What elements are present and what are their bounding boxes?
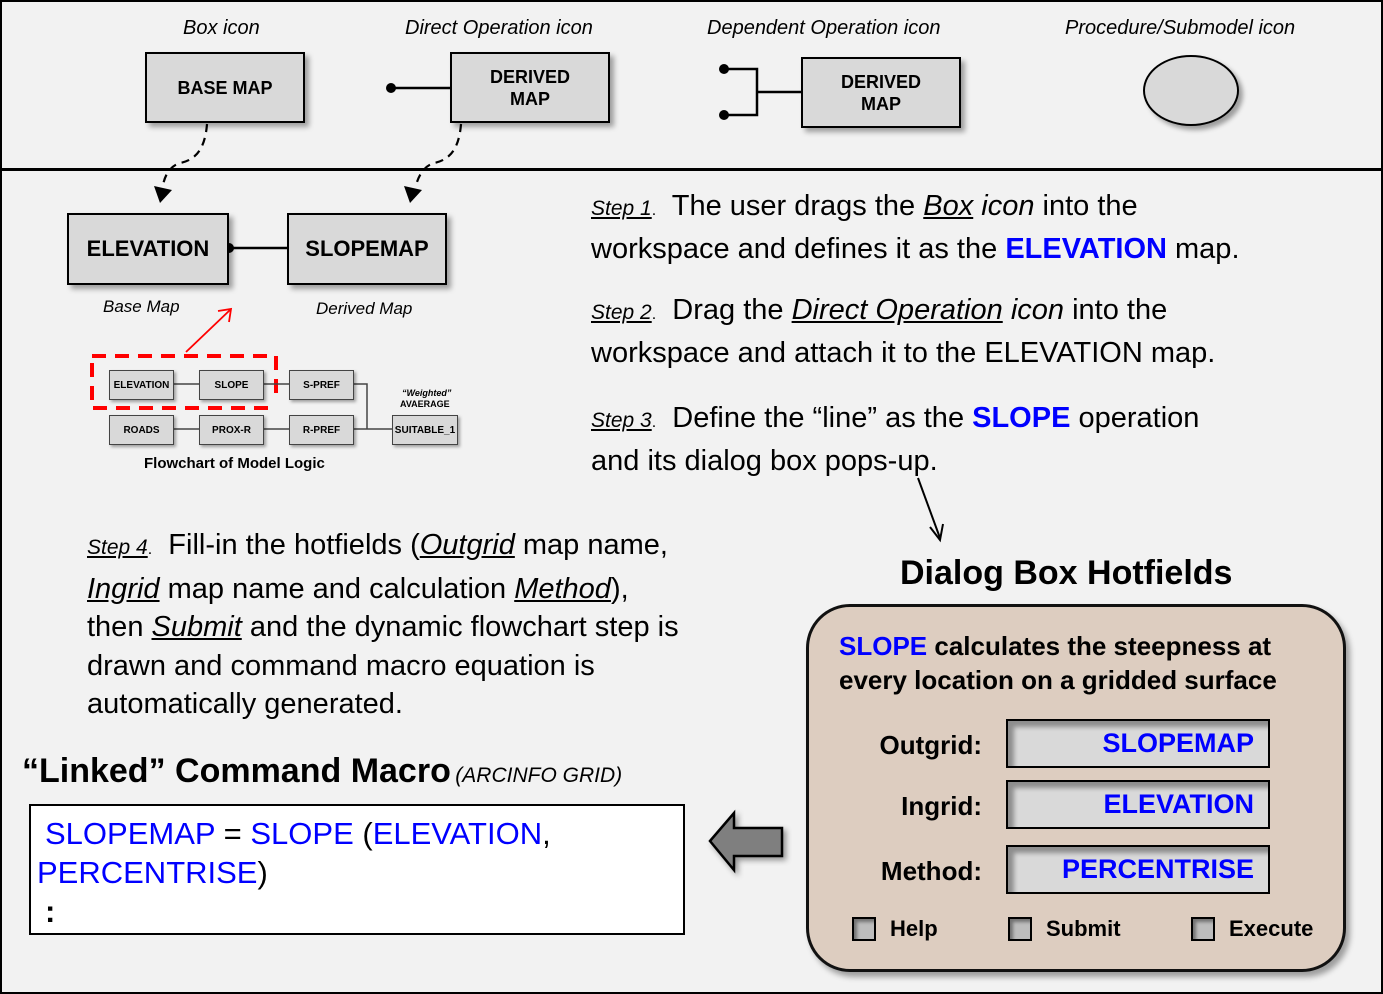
red-dashed-highlight xyxy=(90,354,278,410)
direct-operation-icon-caption: Direct Operation icon xyxy=(405,17,593,39)
dependent-op-node-top xyxy=(719,64,729,74)
step-4-tag: Step 4 xyxy=(87,536,148,559)
slope-highlight: SLOPE xyxy=(972,402,1071,434)
direct-op-label-1: DERIVED xyxy=(489,66,570,87)
flow-node[interactable]: R-PREF xyxy=(289,415,354,445)
macro-arrow-icon xyxy=(708,809,784,874)
step-2: Step 2. Drag the Direct Operation icon i… xyxy=(591,294,1216,369)
help-checkbox[interactable]: Help xyxy=(852,916,938,942)
procedure-icon-caption: Procedure/Submodel icon xyxy=(1065,17,1296,39)
dialog-description: SLOPE calculates the steepness at every … xyxy=(839,631,1277,695)
box-icon-caption: Box icon xyxy=(183,17,260,39)
drag-path-derived xyxy=(414,123,463,186)
ingrid-label: Ingrid: xyxy=(901,791,982,821)
ingrid-field[interactable]: ELEVATION xyxy=(1006,780,1270,829)
submit-checkbox[interactable]: Submit xyxy=(1008,916,1121,942)
direct-op-node xyxy=(386,83,396,93)
dialog-heading: Dialog Box Hotfields xyxy=(900,554,1233,592)
box-icon-label: BASE MAP xyxy=(177,77,273,98)
step-2-tag: Step 2 xyxy=(591,301,652,324)
submit-checkbox-label: Submit xyxy=(1046,916,1121,941)
execute-checkbox-box[interactable] xyxy=(1191,917,1215,941)
base-map-caption: Base Map xyxy=(103,297,180,316)
dependent-op-node-bottom xyxy=(719,110,729,120)
macro-subtitle: (ARCINFO GRID) xyxy=(455,764,623,787)
red-pointer-line xyxy=(185,309,231,353)
dependent-op-label-2: MAP xyxy=(860,93,901,114)
dependent-operation-icon-caption: Dependent Operation icon xyxy=(707,17,941,39)
outgrid-field[interactable]: SLOPEMAP xyxy=(1006,719,1270,768)
dependent-op-label-1: DERIVED xyxy=(840,71,921,92)
elevation-box[interactable]: ELEVATION xyxy=(67,213,229,285)
box-icon[interactable]: BASE MAP xyxy=(145,52,305,123)
step-1: Step 1. The user drags the Box icon into… xyxy=(591,190,1240,265)
slopemap-box-label: SLOPEMAP xyxy=(305,236,429,261)
execute-checkbox[interactable]: Execute xyxy=(1191,916,1313,942)
drag-arrowhead-derived xyxy=(404,186,422,203)
method-field[interactable]: PERCENTRISE xyxy=(1006,845,1270,894)
slopemap-box[interactable]: SLOPEMAP xyxy=(287,213,447,285)
drag-path-base xyxy=(161,123,209,186)
mini-merge-link xyxy=(354,383,392,430)
derived-map-caption: Derived Map xyxy=(316,299,413,318)
dialog-box: SLOPE calculates the steepness at every … xyxy=(806,604,1346,972)
flow-node[interactable]: ROADS xyxy=(109,415,174,445)
macro-arg2: PERCENTRISE xyxy=(37,855,258,890)
flow-node[interactable]: ELEVATION xyxy=(109,370,174,400)
average-label: AVAERAGE xyxy=(400,399,450,409)
flow-node[interactable]: PROX-R xyxy=(199,415,264,445)
macro-heading: “Linked” Command Macro (ARCINFO GRID) xyxy=(22,752,622,791)
elevation-box-label: ELEVATION xyxy=(86,236,210,261)
macro-arg1: ELEVATION xyxy=(372,816,543,851)
macro-operation: SLOPE xyxy=(250,816,354,851)
procedure-submodel-icon[interactable] xyxy=(1143,55,1239,126)
macro-outgrid: SLOPEMAP xyxy=(45,816,216,851)
elevation-highlight: ELEVATION xyxy=(1005,233,1167,265)
weighted-label: “Weighted” xyxy=(402,388,452,398)
help-checkbox-box[interactable] xyxy=(852,917,876,941)
method-label: Method: xyxy=(880,856,982,886)
macro-continuation: : xyxy=(45,894,56,929)
step-3-tag: Step 3 xyxy=(591,409,652,432)
dependent-op-link xyxy=(724,67,801,117)
flow-node[interactable]: S-PREF xyxy=(289,370,354,400)
direct-op-label-2: MAP xyxy=(509,88,550,109)
step3-pointer-line xyxy=(917,477,941,539)
macro-title: “Linked” Command Macro xyxy=(22,752,451,790)
step3-pointer-head xyxy=(929,523,944,543)
flowchart-caption: Flowchart of Model Logic xyxy=(144,455,325,472)
drag-arrowhead-base xyxy=(154,186,172,203)
step-3: Step 3. Define the “line” as the SLOPE o… xyxy=(591,402,1200,477)
command-macro-box[interactable]: SLOPEMAP = SLOPE (ELEVATION, PERCENTRISE… xyxy=(29,804,685,935)
step-4: Step 4. Fill-in the hotfields (Outgrid m… xyxy=(87,529,679,720)
outgrid-label: Outgrid: xyxy=(879,730,982,760)
execute-checkbox-label: Execute xyxy=(1229,916,1314,941)
step-1-tag: Step 1 xyxy=(591,197,652,220)
flow-node[interactable]: SLOPE xyxy=(199,370,264,400)
submit-checkbox-box[interactable] xyxy=(1008,917,1032,941)
red-pointer-head xyxy=(217,307,233,323)
section-divider xyxy=(0,168,1383,171)
help-checkbox-label: Help xyxy=(890,916,938,941)
flow-node-output[interactable]: SUITABLE_1 xyxy=(392,415,458,445)
